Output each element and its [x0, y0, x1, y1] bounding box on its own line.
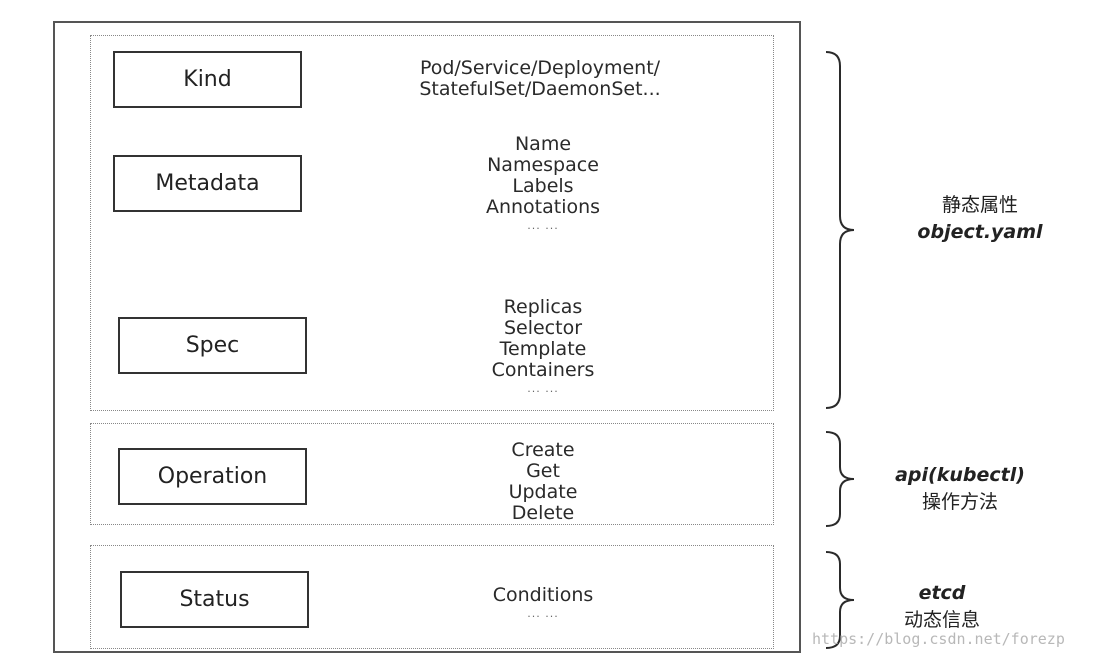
status-values: Conditions ... ... — [430, 585, 656, 622]
spec-ellipsis: ... ... — [527, 382, 559, 395]
static-annotation-subtitle: object.yaml — [917, 221, 1043, 243]
kind-value: StatefulSet/DaemonSet... — [419, 78, 661, 100]
status-value: Conditions — [492, 584, 594, 606]
operation-box: Operation — [118, 448, 307, 505]
static-attributes-section — [90, 35, 774, 411]
watermark: https://blog.csdn.net/forezp — [812, 630, 1065, 648]
metadata-value: Namespace — [487, 154, 599, 176]
operation-annotation-title: api(kubectl) — [895, 464, 1025, 486]
operation-annotation-subtitle: 操作方法 — [921, 491, 998, 513]
operation-annotation: api(kubectl) 操作方法 — [860, 462, 1060, 516]
status-brace-icon — [825, 551, 855, 649]
metadata-value: Annotations — [485, 196, 601, 218]
metadata-box: Metadata — [113, 155, 302, 212]
spec-box: Spec — [118, 317, 307, 374]
spec-value: Containers — [491, 359, 595, 381]
operation-value: Delete — [511, 502, 575, 524]
metadata-values: Name Namespace Labels Annotations ... ..… — [430, 134, 656, 234]
metadata-ellipsis: ... ... — [527, 219, 559, 232]
spec-value: Replicas — [503, 296, 583, 318]
status-label: Status — [179, 587, 250, 612]
static-brace-icon — [825, 51, 855, 409]
kind-values: Pod/Service/Deployment/ StatefulSet/Daem… — [330, 58, 750, 100]
status-annotation-subtitle: 动态信息 — [903, 609, 980, 631]
status-annotation-title: etcd — [918, 582, 966, 604]
metadata-value: Name — [514, 133, 572, 155]
operation-values: Create Get Update Delete — [430, 440, 656, 524]
operation-brace-icon — [825, 431, 855, 527]
status-annotation: etcd 动态信息 — [862, 580, 1022, 634]
status-section — [90, 545, 774, 649]
spec-values: Replicas Selector Template Containers ..… — [430, 297, 656, 397]
status-box: Status — [120, 571, 309, 628]
spec-value: Template — [499, 338, 587, 360]
spec-value: Selector — [503, 317, 583, 339]
operations-section — [90, 423, 774, 525]
static-annotation: 静态属性 object.yaml — [880, 192, 1080, 246]
operation-value: Get — [526, 460, 560, 482]
object-frame — [53, 21, 801, 653]
status-ellipsis: ... ... — [527, 607, 559, 620]
kind-label: Kind — [183, 67, 232, 92]
kind-value: Pod/Service/Deployment/ — [419, 57, 661, 79]
metadata-value: Labels — [512, 175, 574, 197]
operation-value: Create — [511, 439, 575, 461]
static-annotation-title: 静态属性 — [941, 194, 1018, 216]
operation-value: Update — [508, 481, 578, 503]
spec-label: Spec — [185, 333, 240, 358]
kind-box: Kind — [113, 51, 302, 108]
metadata-label: Metadata — [155, 171, 260, 196]
operation-label: Operation — [157, 464, 268, 489]
